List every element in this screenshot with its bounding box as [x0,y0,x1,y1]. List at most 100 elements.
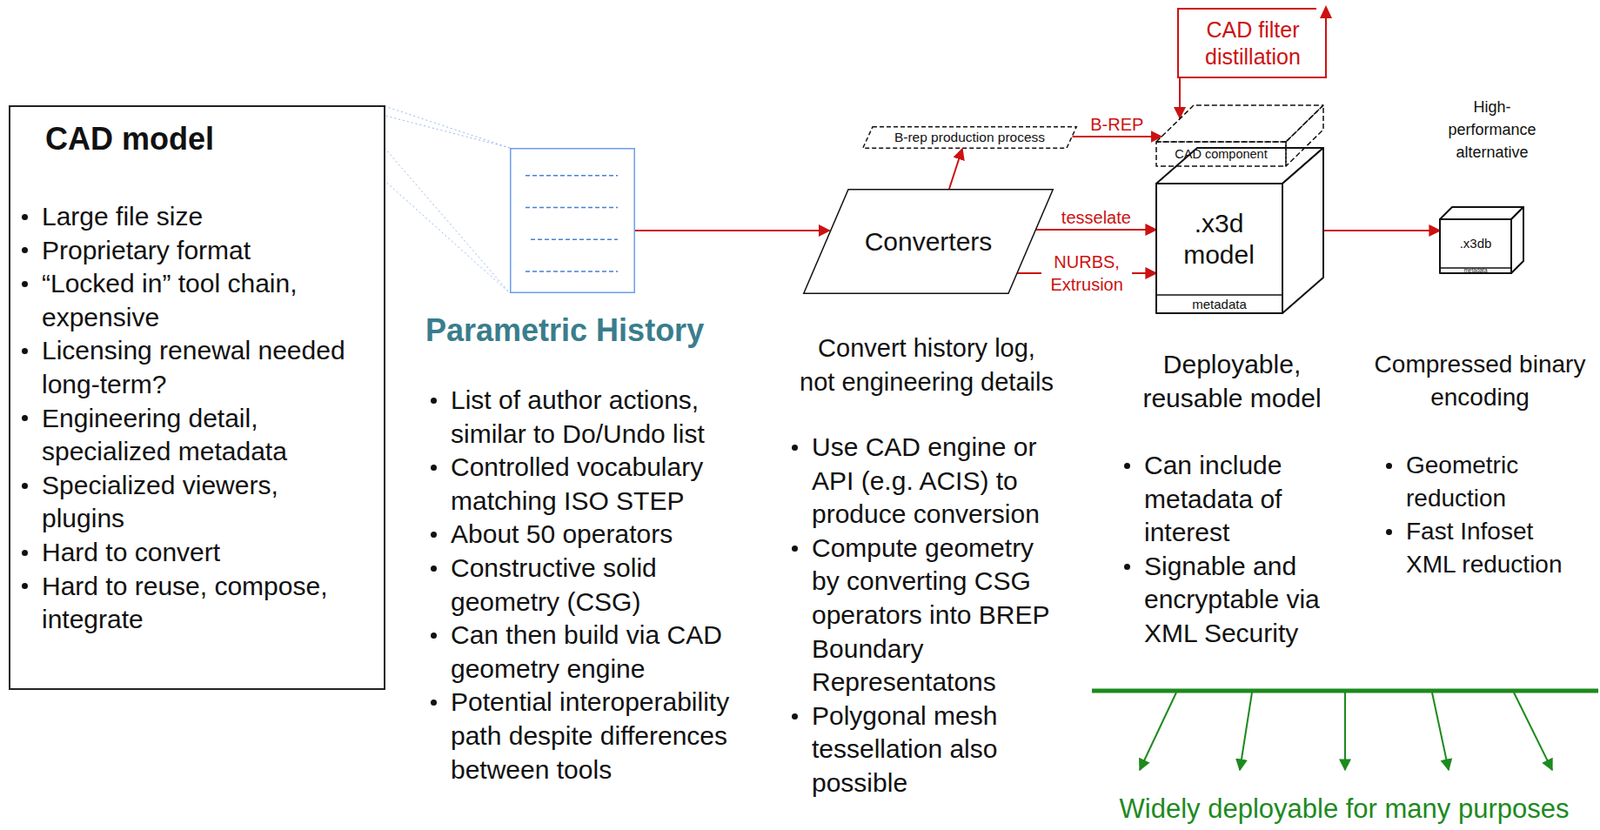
bullet-item: Signable and encryptable via XML Securit… [1119,549,1333,651]
page-text-line [525,174,618,177]
metadata-label: metadata [1463,267,1487,274]
bullet-item: Proprietary format [17,234,367,268]
parallelogram-border [863,127,1078,149]
bullet-item: Large file size [17,200,367,235]
bullet-item: Use CAD engine or API (e.g. ACIS) to pro… [787,430,1061,532]
bullet-item-group: List of author actions, similar to Do/Un… [426,383,752,787]
edge-label: tesselate [1061,206,1132,229]
column-heading: Compressed binary encoding [1365,348,1594,415]
bullet-item: Licensing renewal needed long-term? [17,334,367,402]
page-text-line [525,270,618,273]
history-page-icon-outline [509,147,636,294]
process-label: B-rep production process [894,129,1045,146]
connector-arrow [1323,229,1440,232]
filter-label-group: CAD filter distillation [1180,7,1326,79]
loop-line [1325,14,1327,79]
bullet-item: List of author actions, similar to Do/Un… [426,383,752,451]
edge-label: NURBS, Extrusion [1041,250,1132,296]
process-parallelogram: B-rep production process [862,126,1078,149]
component-label: CAD component [1174,147,1267,162]
bullet-item: Polygonal mesh tessellation also possibl… [787,699,1061,801]
arrow-head [1319,5,1333,19]
caption-note: Widely deployable for many purposes [1113,793,1575,825]
column-heading-group: Compressed binary encoding [1365,348,1594,415]
bullet-item: About 50 operators [426,517,752,552]
bullet-item: Compute geometry by converting CSG opera… [787,531,1061,700]
bullet-item: Geometric reduction [1381,448,1580,516]
connector-arrow [949,148,963,189]
model-label-group: .x3d model [1175,183,1263,295]
deployment-arrow [1239,692,1252,770]
column-heading-group: Deployable, reusable model [1127,348,1337,416]
cube-face [1282,147,1324,314]
bullet-item: “Locked in” tool chain, expensive [17,267,367,335]
column-heading: Deployable, reusable model [1127,348,1337,416]
bullet-item-group: Geometric reductionFast Infoset XML redu… [1381,448,1580,582]
bullet-item: Engineering detail, specialized metadata [17,401,367,469]
cad-model-box: CAD modelLarge file sizeProprietary form… [8,105,386,690]
note-heading: High-performance alternative [1440,95,1544,164]
deployment-arrow [1344,692,1346,770]
box-border [9,106,385,690]
bullet-item: Hard to convert [17,535,367,570]
connector-arrow [1178,78,1181,119]
process-label-group: B-rep production process [872,126,1067,149]
column-heading-group: Parametric History [425,311,774,350]
bullet-item: Specialized viewers, plugins [17,468,367,536]
bullet-item: Hard to reuse, compose, integrate [17,569,367,637]
column-heading-group: Convert history log, not engineering det… [797,331,1056,399]
component-slab: CAD component [1156,105,1324,167]
metadata-label: metadata [1191,296,1247,312]
deployment-arrow [1513,692,1553,770]
deployment-arrow [1139,692,1177,770]
model-label: .x3d model [1175,207,1263,271]
cube-face [1511,207,1524,274]
page-text-line [525,207,618,209]
page-text-line [530,238,618,241]
converter-label-group: Converters [848,188,1009,295]
deployment-bar [1091,689,1599,694]
bullet-item-group: Can include metadata of interestSignable… [1119,448,1333,651]
bullet-item-group: Large file sizeProprietary format“Locked… [17,200,367,637]
connector-arrow [1071,135,1162,138]
bullet-item: Potential interoperability path despite … [426,685,752,787]
cube-face [1439,207,1524,220]
connector-arrow [1036,228,1157,231]
box-heading: CAD model [45,120,376,159]
parallelogram-border [803,189,1054,295]
note-heading-group: High-performance alternative [1440,95,1544,164]
cube-face [1156,105,1324,142]
bullet-item: Can include metadata of interest [1119,448,1333,550]
column-heading: Convert history log, not engineering det… [797,331,1056,399]
loop-line [1177,76,1326,79]
x3d-model-cube: .x3d modelmetadataDeployable, reusable m… [1156,147,1324,314]
column-heading: Parametric History [425,311,774,350]
cube-face [1439,219,1512,274]
bullet-item: Constructive solid geometry (CSG) [426,551,752,619]
component-label-group: CAD component [1156,141,1286,167]
deployment-arrow [1432,692,1449,770]
metadata-label-group: metadata [1439,267,1512,274]
connector-arrow [635,229,830,232]
zoom-leader [384,147,510,294]
bullet-item-group: Use CAD engine or API (e.g. ACIS) to pro… [787,430,1061,801]
model-label-group: .x3db [1439,219,1512,268]
cube-face [1156,183,1283,314]
zoom-leader [384,106,510,148]
bullet-item: Controlled vocabulary matching ISO STEP [426,450,752,518]
loop-line [1177,7,1317,10]
box-heading-group: CAD model [45,120,376,159]
bullet-item: Fast Infoset XML reduction [1381,515,1580,582]
page-border [510,148,636,294]
filter-loop-box: CAD filter distillation [1177,7,1327,79]
bullet-item: Can then build via CAD geometry engine [426,618,752,686]
x3db-cube: High-performance alternative.x3dbmetadat… [1439,207,1524,274]
edge-label: B-REP [1090,113,1144,136]
model-label: .x3db [1459,235,1493,251]
metadata-strip [1156,294,1283,296]
converter-label: Converters [864,226,993,258]
loop-line [1177,7,1179,79]
